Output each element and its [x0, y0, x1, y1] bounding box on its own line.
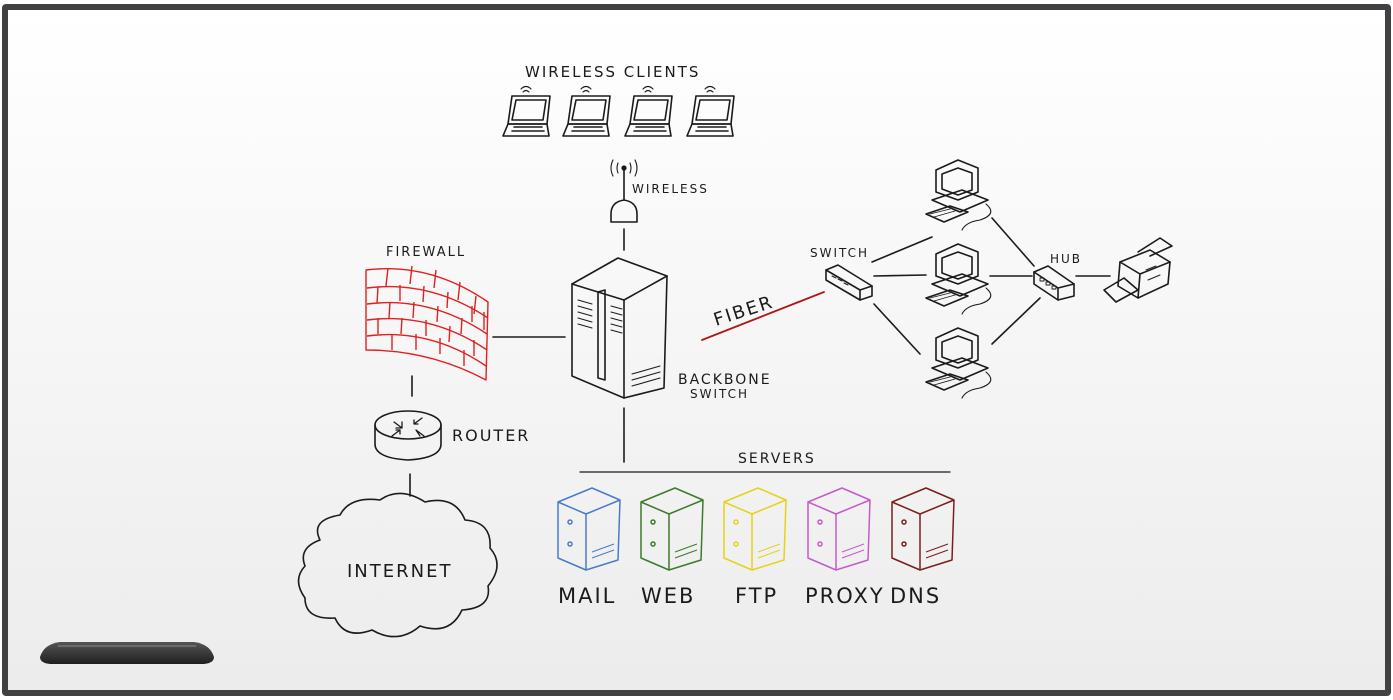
laptop-icon — [562, 85, 611, 137]
firewall-label: FIREWALL — [386, 245, 466, 260]
wireless-clients-label: WIRELESS CLIENTS — [525, 63, 700, 81]
wireless-label: WIRELESS — [632, 182, 709, 196]
backbone-switch-icon — [571, 257, 668, 399]
desktop-computer-icon — [925, 159, 992, 231]
printer-icon — [1103, 237, 1173, 303]
server-icon — [891, 487, 955, 571]
internet-label: INTERNET — [347, 561, 452, 582]
hub-icon — [1033, 265, 1075, 301]
server-label-web: WEB — [641, 584, 695, 608]
laptop-icon — [624, 85, 673, 137]
switch-label: SWITCH — [810, 246, 869, 260]
server-icon — [557, 487, 621, 571]
link-switch-pc1 — [871, 236, 933, 263]
link-pc3-hub — [991, 297, 1041, 345]
server-label-proxy: PROXY — [805, 584, 885, 608]
link-switch-pc3 — [873, 303, 921, 355]
cloud-icon — [297, 492, 498, 638]
link-pc1-hub — [991, 217, 1035, 267]
wireless-access-point-icon — [610, 159, 638, 223]
desktop-computer-icon — [925, 243, 992, 315]
firewall-icon — [365, 265, 489, 381]
backbone-switch-label-line2: SWITCH — [690, 387, 749, 401]
server-icon — [807, 487, 871, 571]
server-label-dns: DNS — [890, 584, 941, 608]
laptop-icon — [686, 85, 735, 137]
marker-tray-icon — [40, 642, 214, 664]
server-icon — [640, 487, 704, 571]
hub-label: HUB — [1050, 252, 1082, 266]
laptop-icon — [502, 85, 551, 137]
whiteboard-surface — [8, 10, 1385, 690]
backbone-switch-label-line1: BACKBONE — [678, 372, 772, 388]
desktop-computer-icon — [925, 327, 992, 399]
link-switch-pc2 — [873, 274, 927, 277]
servers-label: SERVERS — [738, 451, 816, 467]
router-icon — [374, 410, 442, 461]
server-label-ftp: FTP — [735, 584, 778, 608]
switch-icon — [825, 264, 873, 301]
server-icon — [723, 487, 787, 571]
router-label: ROUTER — [452, 426, 530, 445]
fiber-link — [701, 291, 825, 341]
server-label-mail: MAIL — [558, 584, 616, 608]
